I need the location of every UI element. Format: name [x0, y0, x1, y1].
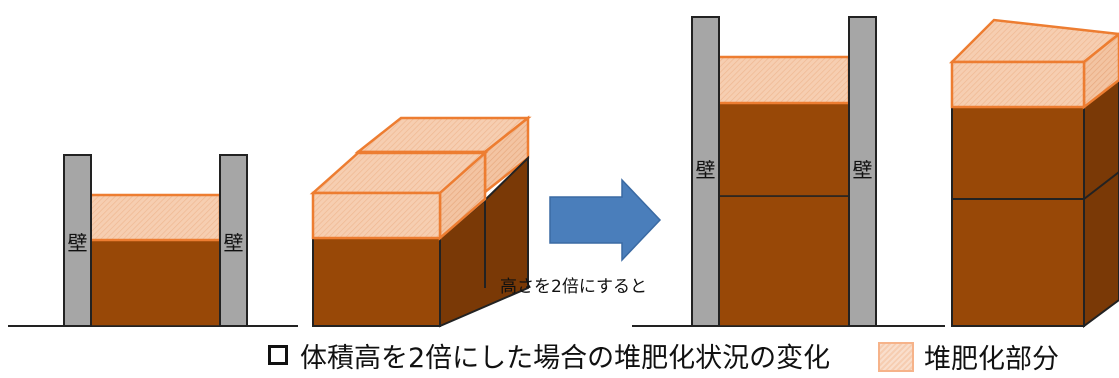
bin-tall-compost	[716, 55, 851, 105]
legend: 堆肥化部分	[878, 337, 1059, 376]
wall-left-1: 壁	[63, 154, 92, 327]
wall-label: 壁	[853, 158, 873, 182]
wall-right-2: 壁	[848, 16, 877, 327]
wall-left-2: 壁	[691, 16, 720, 327]
block-tall-3d	[948, 18, 1119, 328]
bin-small	[88, 193, 222, 327]
caption-box-icon	[268, 345, 288, 365]
block-small-3d	[309, 115, 532, 328]
legend-label: 堆肥化部分	[924, 344, 1059, 375]
legend-swatch-icon	[878, 342, 914, 372]
wall-label: 壁	[224, 231, 244, 255]
caption: 体積高を2倍にした場合の堆肥化状況の変化	[268, 336, 830, 375]
wall-label: 壁	[696, 158, 716, 182]
bin-small-material	[89, 239, 221, 327]
wall-label: 壁	[68, 231, 88, 255]
bin-tall-material-lower	[717, 195, 850, 327]
transition-arrow	[549, 178, 662, 262]
caption-text: 体積高を2倍にした場合の堆肥化状況の変化	[300, 343, 831, 374]
bin-small-compost	[88, 193, 222, 242]
bin-tall	[716, 55, 851, 327]
bin-tall-material-upper	[717, 102, 850, 197]
wall-right-1: 壁	[219, 154, 248, 327]
arrow-label: 高さを2倍にすると	[500, 277, 647, 297]
